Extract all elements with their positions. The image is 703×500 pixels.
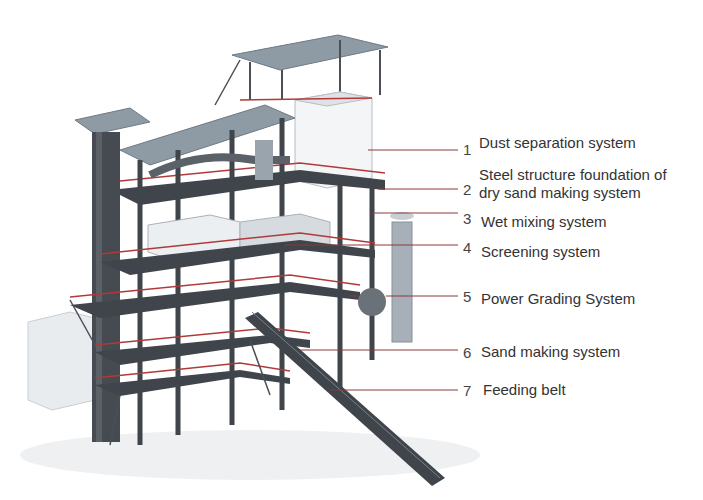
part-label: Sand making system xyxy=(481,343,681,361)
stairs xyxy=(70,60,270,445)
bucket-elevator xyxy=(92,132,120,442)
callout-number: 3 xyxy=(463,210,477,228)
callout-number: 7 xyxy=(463,382,477,400)
callout-number: 5 xyxy=(463,288,477,306)
callout-number: 4 xyxy=(463,239,477,257)
floor xyxy=(70,282,360,318)
part-label: Feeding belt xyxy=(483,381,683,399)
chimney xyxy=(392,222,412,342)
callout-number: 6 xyxy=(463,344,477,362)
part-label: Steel structure foundation of dry sand m… xyxy=(479,166,687,202)
fan xyxy=(358,288,386,316)
floor xyxy=(95,370,290,396)
callout-number: 1 xyxy=(463,141,477,159)
roof xyxy=(75,108,150,134)
callout-number: 2 xyxy=(463,181,477,199)
leader-lines xyxy=(285,150,458,390)
part-label: Wet mixing system xyxy=(481,213,681,231)
feeding-belt xyxy=(245,312,445,486)
part-label: Dust separation system xyxy=(479,134,689,152)
roof xyxy=(232,35,388,100)
part-label: Screening system xyxy=(481,243,681,261)
part-label: Power Grading System xyxy=(481,290,681,308)
